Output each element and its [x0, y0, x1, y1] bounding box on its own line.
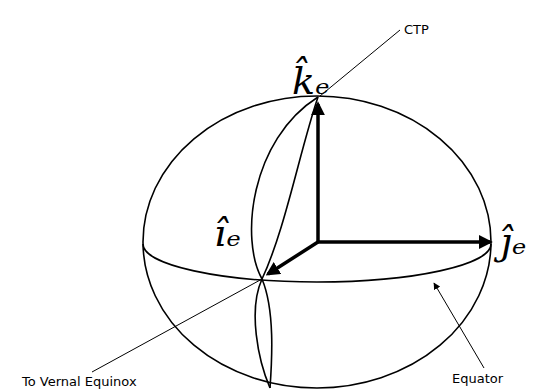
axis-label: îₑ: [214, 214, 241, 252]
leader-line: [434, 283, 484, 368]
meridian-line: [252, 97, 318, 388]
k-axis-arrow: [316, 104, 320, 242]
leader-line: [320, 30, 400, 96]
i-axis-arrow: [268, 242, 318, 274]
callout-label: To Vernal Equinox: [22, 375, 137, 388]
j-axis-arrow: [318, 240, 490, 244]
callout-label: CTP: [404, 23, 429, 36]
axis-label: ĵₑ: [500, 222, 527, 260]
leader-line: [92, 279, 262, 372]
axis-label: k̂ₑ: [292, 62, 330, 100]
callout-label: Equator: [452, 372, 503, 385]
meridian-line: [255, 97, 318, 388]
equator-line: [143, 244, 491, 282]
sphere-outline: [143, 96, 491, 388]
